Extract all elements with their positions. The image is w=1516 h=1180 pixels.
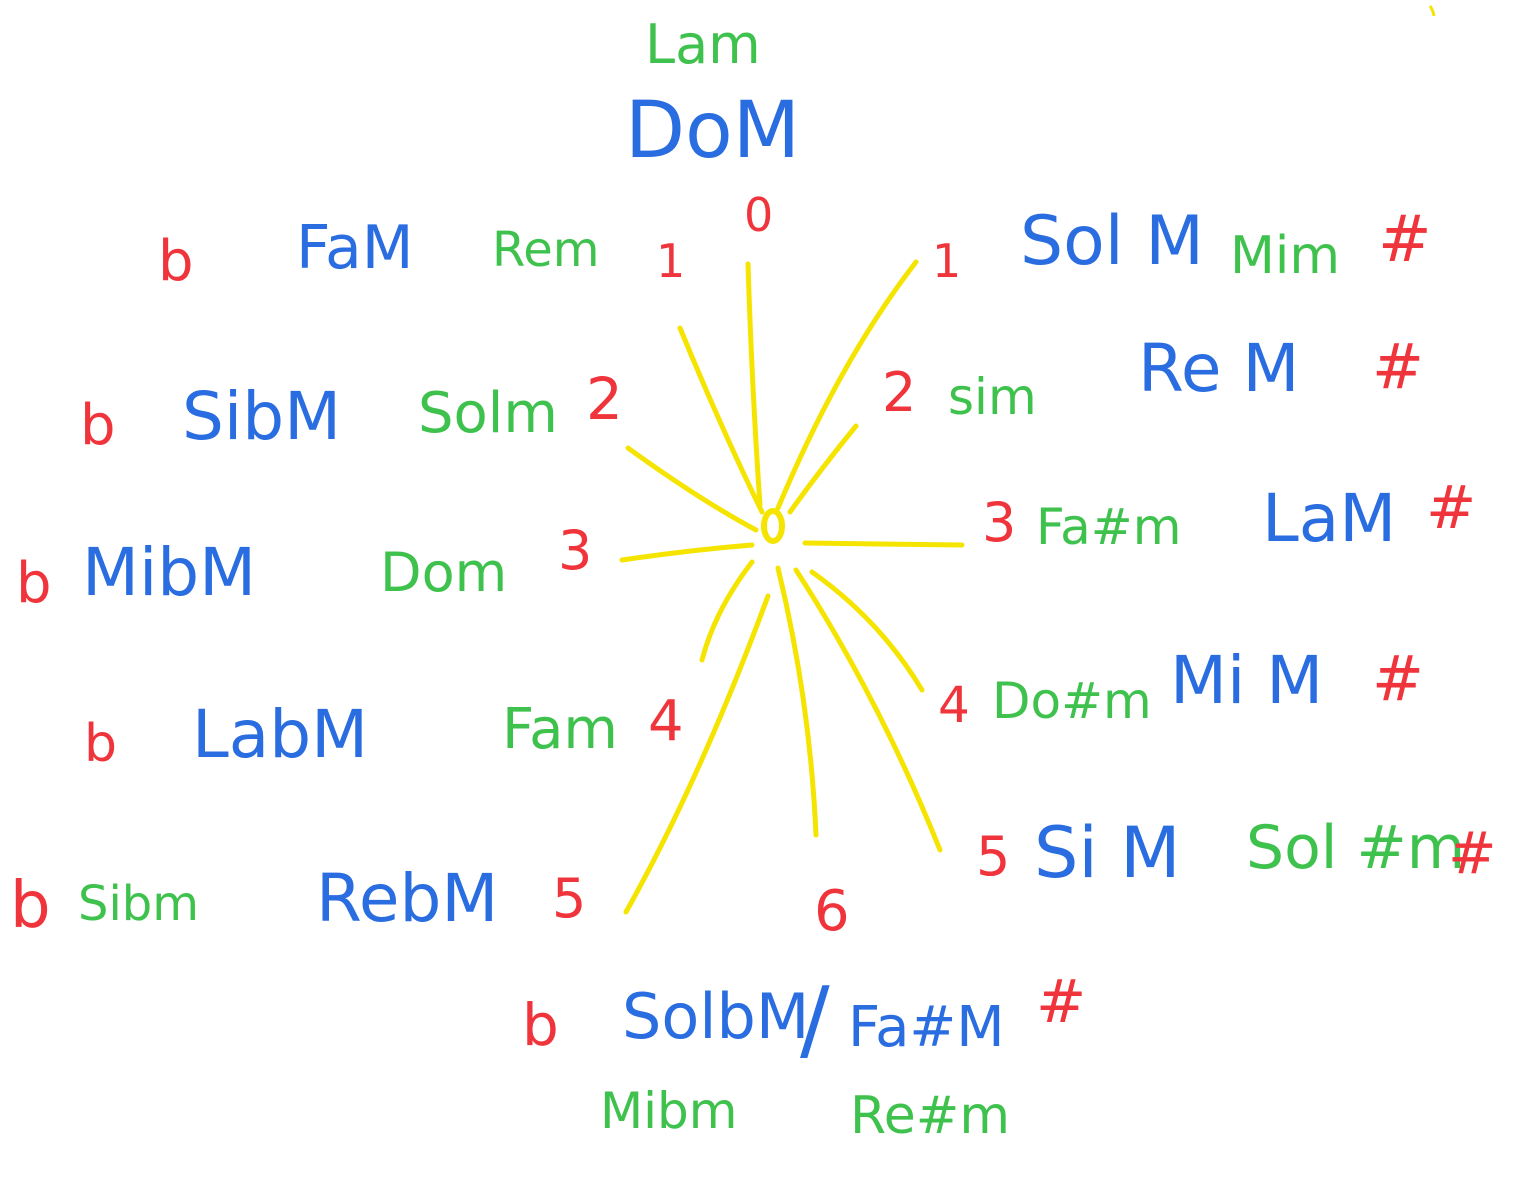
sharp-2-count: 2 [882, 361, 917, 424]
sun-ray-12 [623, 593, 771, 915]
sharp-5-minor-key: Sol #m [1246, 813, 1466, 883]
flat-2-accidental: b [80, 393, 116, 458]
bottom-minor-flat-key: Mibm [600, 1082, 738, 1140]
sharp-3-minor-key: Fa#m [1036, 498, 1182, 556]
sharp-2-accidental: # [1372, 330, 1424, 403]
sun-ray-5 [625, 445, 759, 533]
sharp-3-count: 3 [982, 491, 1017, 554]
flat-4-minor-key: Fam [502, 697, 618, 762]
bottom-count: 6 [814, 879, 850, 944]
sharp-1-major-key: Sol M [1020, 202, 1204, 281]
sun-ray-4 [787, 423, 859, 515]
sharp-2-major-key: Re M [1138, 330, 1300, 407]
sun-ray-6 [802, 540, 965, 548]
sharp-2-minor-key: sim [948, 368, 1037, 426]
center-circle [761, 508, 785, 544]
sharp-4-major-key: Mi M [1170, 642, 1324, 719]
sun-ray-8 [699, 559, 755, 663]
bottom-major-flat-key: SolbM [622, 980, 810, 1053]
top-major-key: DoM [625, 86, 801, 176]
flat-2-minor-key: Solm [418, 381, 558, 446]
sharp-3-accidental: # [1426, 473, 1477, 543]
sharp-5-major-key: Si M [1034, 812, 1181, 894]
flat-2-major-key: SibM [182, 378, 342, 455]
flat-4-accidental: b [84, 714, 118, 774]
sharp-5-accidental: # [1448, 819, 1497, 887]
flat-3-count: 3 [558, 519, 593, 582]
sun-ray-11 [775, 565, 819, 838]
sharp-1-accidental: # [1378, 203, 1432, 277]
sharp-1-count: 1 [932, 234, 962, 288]
sharp-4-minor-key: Do#m [992, 672, 1152, 730]
flat-5-minor-key: Sibm [78, 876, 200, 932]
sharp-3-major-key: LaM [1262, 480, 1397, 557]
sharp-4-count: 4 [938, 676, 970, 734]
sun-ray-10 [793, 567, 943, 853]
flat-2-count: 2 [586, 365, 623, 433]
sun-ray-7 [619, 542, 755, 563]
flat-1-minor-key: Rem [492, 222, 600, 278]
flat-5-count: 5 [552, 867, 587, 930]
bottom-flat-accidental: b [522, 991, 559, 1059]
flat-5-major-key: RebM [316, 860, 499, 937]
sun-ray-3 [677, 325, 765, 515]
sun-ray-1 [745, 261, 763, 508]
flat-4-count: 4 [648, 689, 684, 754]
sun-ray-2 [775, 259, 919, 511]
flat-3-major-key: MibM [82, 534, 257, 611]
flat-1-major-key: FaM [296, 213, 414, 283]
flat-3-accidental: b [16, 551, 52, 616]
sharp-5-count: 5 [976, 825, 1011, 888]
stray-mark [1428, 5, 1436, 17]
flat-3-minor-key: Dom [380, 541, 508, 604]
bottom-separator: / [800, 968, 830, 1071]
sun-rays [619, 5, 1436, 915]
sharp-4-accidental: # [1372, 642, 1424, 715]
top-minor-key: Lam [645, 13, 761, 76]
sun-ray-9 [809, 569, 925, 693]
flat-5-accidental: b [10, 869, 51, 943]
bottom-major-sharp-key: Fa#M [848, 995, 1005, 1060]
flat-1-accidental: b [158, 229, 194, 294]
bottom-sharp-accidental: # [1036, 967, 1087, 1037]
bottom-minor-sharp-key: Re#m [850, 1086, 1011, 1146]
sharp-1-minor-key: Mim [1230, 226, 1340, 286]
flat-4-major-key: LabM [192, 696, 369, 773]
flat-1-count: 1 [656, 234, 686, 288]
top-count: 0 [744, 188, 774, 242]
